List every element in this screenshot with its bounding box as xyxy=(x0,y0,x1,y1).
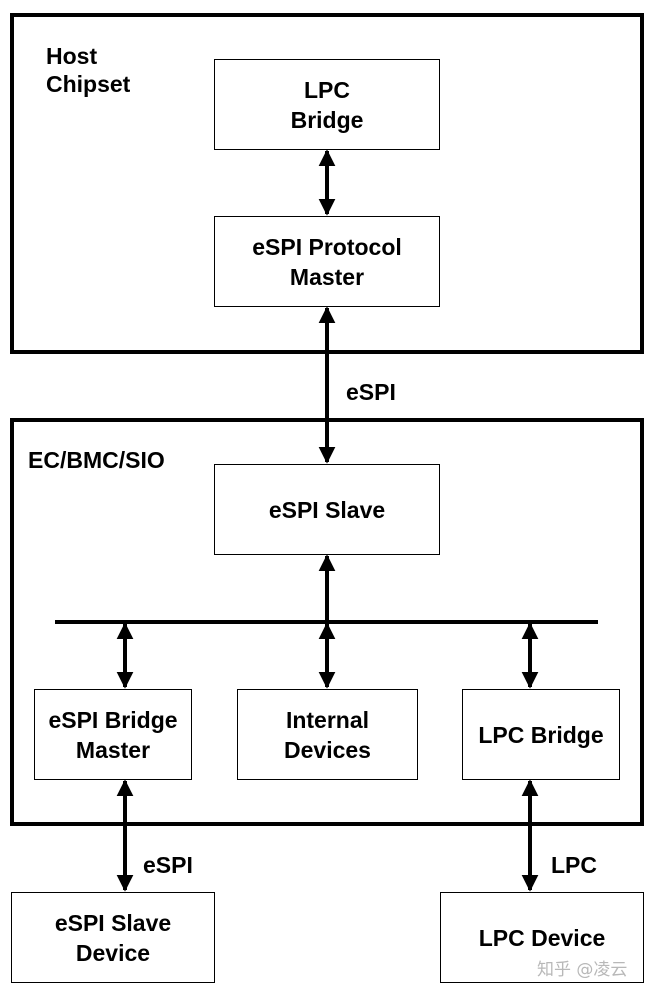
espi-slave-device-box: eSPI Slave Device xyxy=(11,892,215,983)
lpc-device-box: LPC Device xyxy=(440,892,644,983)
lpc-device-link-label: LPC xyxy=(551,852,597,878)
watermark-text: 知乎 @凌云 xyxy=(537,960,628,980)
espi-device-link-label: eSPI xyxy=(143,852,193,878)
espi-link-label: eSPI xyxy=(346,379,396,405)
ec-bmc-sio-label: EC/BMC/SIO xyxy=(28,447,165,473)
internal-devices-box: Internal Devices xyxy=(237,689,418,780)
espi-bridge-master-box: eSPI Bridge Master xyxy=(34,689,192,780)
host-lpc-bridge-box: LPC Bridge xyxy=(214,59,440,150)
ec-lpc-bridge-box: LPC Bridge xyxy=(462,689,620,780)
espi-slave-box: eSPI Slave xyxy=(214,464,440,555)
host-chipset-label: Host Chipset xyxy=(46,43,131,97)
